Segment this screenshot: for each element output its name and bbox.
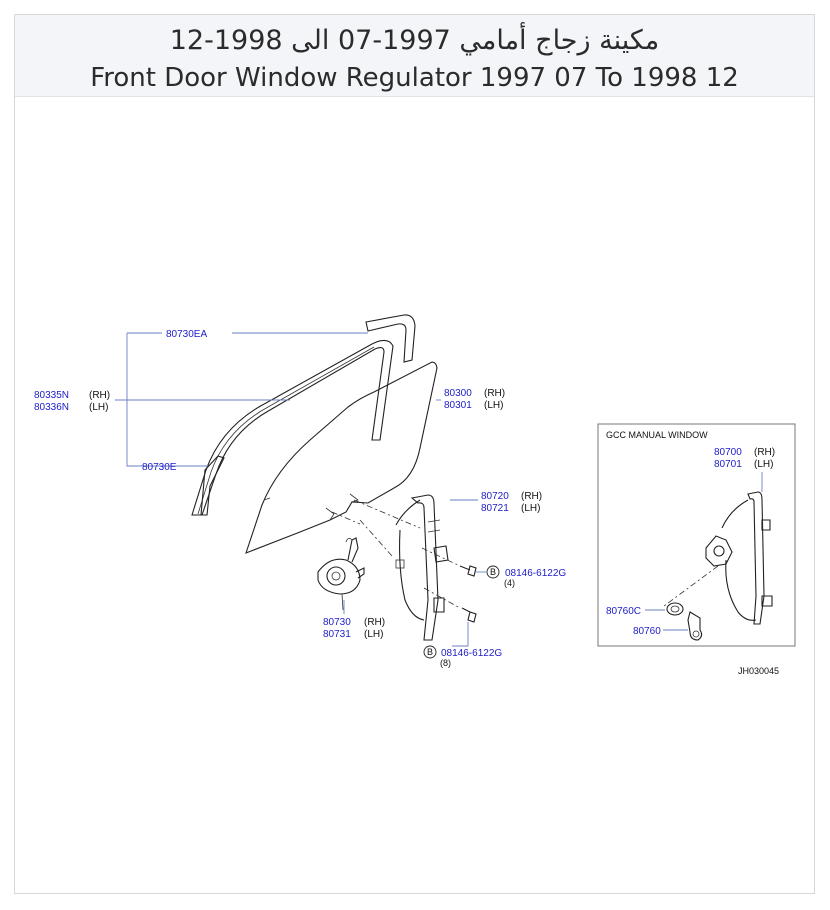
part-link-08146-6122g-upper[interactable]: 08146-6122G: [505, 568, 566, 579]
part-link-80335n[interactable]: 80335N: [34, 390, 69, 401]
diagram-code: JH030045: [738, 666, 779, 676]
quantity-8: (8): [440, 658, 451, 668]
svg-text:80720: 80720: [481, 491, 509, 502]
rh-label: (RH): [484, 388, 505, 399]
part-link-80760c[interactable]: 80760C: [606, 606, 641, 617]
bolt-symbol-lower: B: [423, 645, 437, 659]
quantity-4: (4): [504, 578, 515, 588]
rh-label: (RH): [521, 491, 542, 502]
part-link-08146-6122g-lower[interactable]: 08146-6122G: [441, 648, 502, 659]
svg-text:80301: 80301: [444, 400, 472, 411]
lh-label: (LH): [521, 503, 540, 514]
inset-title: GCC MANUAL WINDOW: [606, 430, 708, 440]
svg-text:08146-6122G: 08146-6122G: [505, 568, 566, 579]
rh-label: (RH): [364, 617, 385, 628]
svg-text:08146-6122G: 08146-6122G: [441, 648, 502, 659]
svg-text:80335N: 80335N: [34, 390, 69, 401]
part-link-80731[interactable]: 80731: [323, 629, 351, 640]
title-english: Front Door Window Regulator 1997 07 To 1…: [90, 63, 739, 93]
svg-text:80730EA: 80730EA: [166, 329, 207, 340]
svg-text:80731: 80731: [323, 629, 351, 640]
gcc-manual-window-inset: GCC MANUAL WINDOW 80700 (RH) 80701 (LH) …: [597, 423, 796, 647]
window-regulator: [395, 494, 477, 641]
part-link-80760[interactable]: 80760: [633, 626, 661, 637]
regulator-motor: [317, 537, 365, 611]
svg-text:80730: 80730: [323, 617, 351, 628]
svg-text:B: B: [427, 647, 433, 657]
svg-text:80336N: 80336N: [34, 402, 69, 413]
rh-label: (RH): [89, 390, 110, 401]
svg-text:80300: 80300: [444, 388, 472, 399]
lh-label: (LH): [89, 402, 108, 413]
title-arabic: مكينة زجاج أمامي 1997-07 الى 1998-12: [169, 25, 660, 56]
part-link-80301[interactable]: 80301: [444, 400, 472, 411]
lh-label: (LH): [364, 629, 383, 640]
svg-text:80730E: 80730E: [142, 462, 177, 473]
part-link-80701[interactable]: 80701: [714, 459, 742, 470]
part-link-80336n[interactable]: 80336N: [34, 402, 69, 413]
door-glass: [245, 361, 438, 554]
svg-text:B: B: [490, 567, 496, 577]
lh-label: (LH): [754, 459, 773, 470]
part-link-80730[interactable]: 80730: [323, 617, 351, 628]
page-header: مكينة زجاج أمامي 1997-07 الى 1998-12 Fro…: [15, 15, 814, 97]
glass-run-channel: [191, 314, 416, 516]
lh-label: (LH): [484, 400, 503, 411]
svg-text:80701: 80701: [714, 459, 742, 470]
rh-label: (RH): [754, 447, 775, 458]
svg-text:80700: 80700: [714, 447, 742, 458]
part-link-80730ea[interactable]: 80730EA: [166, 329, 207, 340]
svg-text:80760: 80760: [633, 626, 661, 637]
svg-text:80721: 80721: [481, 503, 509, 514]
part-link-80730e[interactable]: 80730E: [142, 462, 177, 473]
part-link-80720[interactable]: 80720: [481, 491, 509, 502]
svg-text:80760C: 80760C: [606, 606, 641, 617]
part-link-80721[interactable]: 80721: [481, 503, 509, 514]
bolt-symbol-upper: B: [486, 565, 500, 579]
part-link-80700[interactable]: 80700: [714, 447, 742, 458]
part-link-80300[interactable]: 80300: [444, 388, 472, 399]
